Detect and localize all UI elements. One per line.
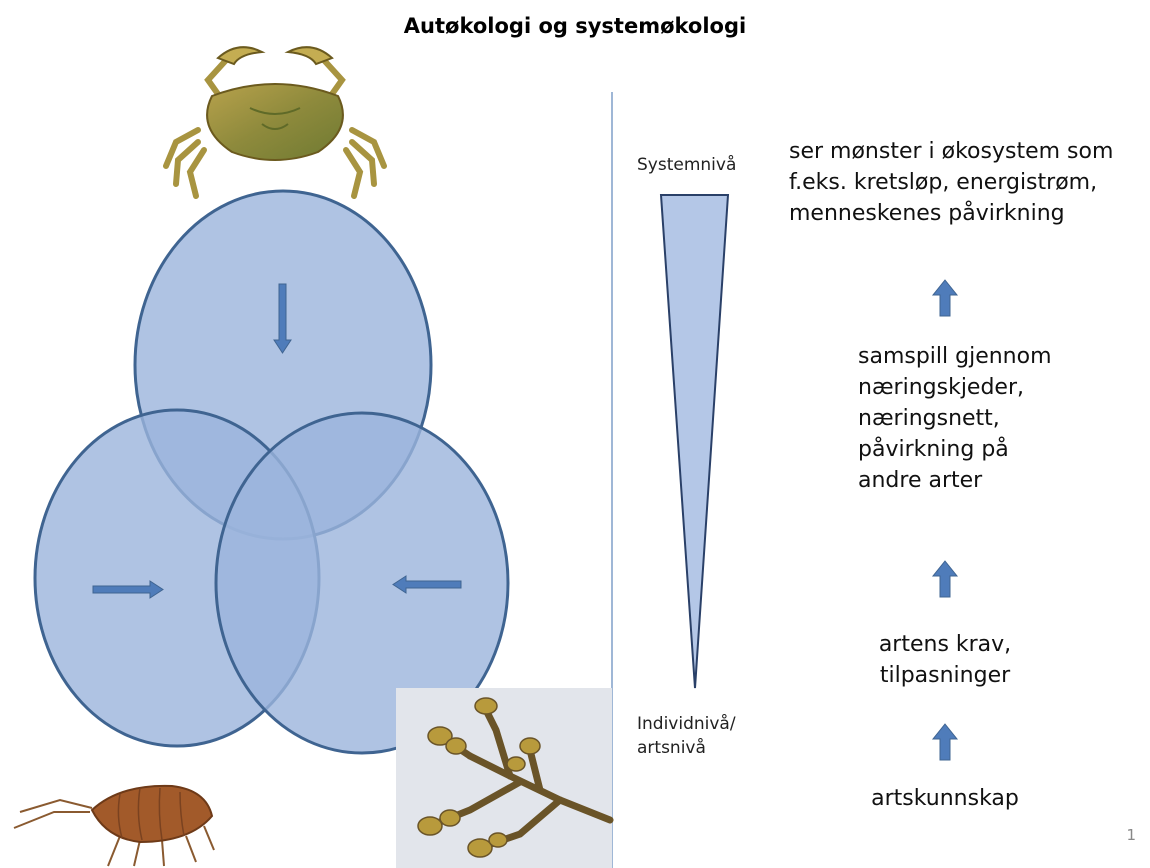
step-text-line: artskunnskap xyxy=(850,783,1040,814)
step-text-line: næringskjeder, xyxy=(858,372,1052,403)
step-system-patterns: ser mønster i økosystem som f.eks. krets… xyxy=(789,136,1113,229)
step-text-line: ser mønster i økosystem som xyxy=(789,136,1113,167)
step-text-line: menneskenes påvirkning xyxy=(789,198,1113,229)
step-species-knowledge: artskunnskap xyxy=(850,783,1040,814)
crab-photo xyxy=(166,47,384,196)
amphipod-photo xyxy=(14,786,214,866)
step-text-line: samspill gjennom xyxy=(858,341,1052,372)
step-interactions: samspill gjennom næringskjeder, næringsn… xyxy=(858,341,1052,496)
step-text-line: påvirkning på xyxy=(858,434,1052,465)
level-label-individual-line1: Individnivå/ xyxy=(637,712,736,736)
page-number: 1 xyxy=(1126,826,1136,844)
up-arrow-icon xyxy=(933,724,957,760)
step-text-line: f.eks. kretsløp, energistrøm, xyxy=(789,167,1113,198)
step-text-line: næringsnett, xyxy=(858,403,1052,434)
step-text-line: artens krav, xyxy=(850,629,1040,660)
level-label-individual: Individnivå/ artsnivå xyxy=(637,712,736,760)
venn-diagram xyxy=(35,191,508,753)
step-species-requirements: artens krav, tilpasninger xyxy=(850,629,1040,691)
level-label-system: Systemnivå xyxy=(637,153,736,177)
seaweed-photo xyxy=(396,688,612,868)
level-triangle xyxy=(661,195,728,688)
up-arrow-icon xyxy=(933,561,957,597)
up-arrow-icon xyxy=(933,280,957,316)
step-text-line: tilpasninger xyxy=(850,660,1040,691)
level-label-individual-line2: artsnivå xyxy=(637,736,736,760)
step-text-line: andre arter xyxy=(858,465,1052,496)
